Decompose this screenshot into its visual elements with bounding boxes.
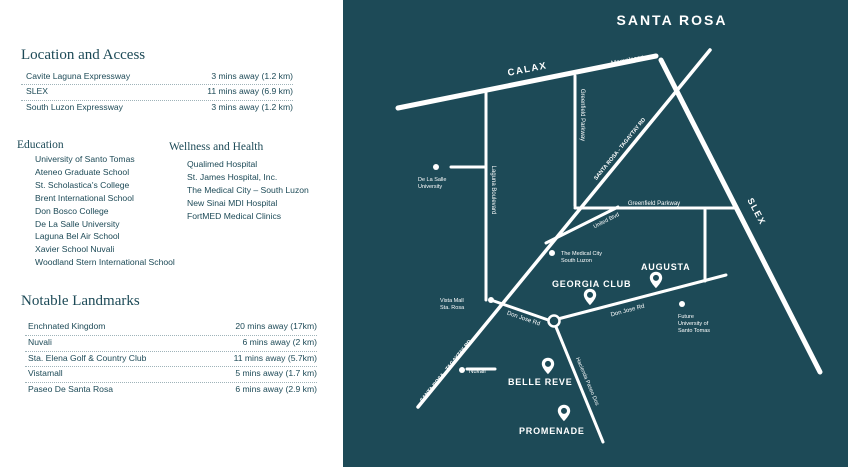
row-place: Sta. Elena Golf & Country Club [28,352,147,363]
don-jose-rd-road [552,273,728,322]
sta-rosa-tagaytay-road [416,48,712,409]
calax-road [395,53,659,111]
wellness-list: Qualimed Hospital St. James Hospital, In… [187,158,309,223]
row-time: 6 mins away (2 km) [242,336,318,347]
list-item: Laguna Bel Air School [35,231,120,242]
georgia-club-pin-icon [583,288,597,306]
future-ust-label: Santo Tomas [678,328,710,334]
greenfield-parkway-h-label: Greenfield Parkway [628,201,680,207]
list-item: De La Salle University [35,218,120,229]
promenade-pin-icon [557,404,571,422]
education-title: Education [17,139,64,151]
roads [395,48,823,444]
promenade-label: PROMENADE [519,426,585,436]
row-time: 6 mins away (2.9 km) [235,384,317,395]
table-row: SLEX 11 mins away (6.9 km) [21,85,293,101]
de-la-salle-label: University [418,184,442,190]
list-item: Xavier School Nuvali [35,244,115,255]
table-row: Cavite Laguna Expressway 3 mins away (1.… [21,70,293,86]
table-row: Sta. Elena Golf & Country Club 11 mins a… [25,352,317,368]
vista-mall-road [489,298,556,324]
don-jose-rd-left-label: Don Jose Rd [506,311,541,328]
list-item: St. Scholastica's College [35,179,130,190]
sta-rosa-tagaytay-bottom-label: SANTA ROSA - TAGAYTAY RD [419,339,473,404]
georgia-club-label: GEORGIA CLUB [552,279,631,289]
row-place: Vistamall [28,368,63,379]
wellness-title: Wellness and Health [169,141,264,153]
vista-mall-dot-icon [488,297,494,303]
list-item: University of Santo Tomas [35,154,135,164]
list-item: Woodland Stern International School [35,257,175,268]
location-access-title: Location and Access [21,47,146,63]
hacienda-paseo-dos-road [552,320,605,444]
table-row: Vistamall 5 mins away (1.7 km) [25,367,317,384]
nuvali-label: Nuvali [469,369,486,375]
table-row: Nuvali 6 mins away (2 km) [25,336,317,352]
list-item: Ateneo Graduate School [35,166,130,177]
table-row: Enchnated Kingdom 20 mins away (17km) [25,320,317,336]
row-place: Paseo De Santa Rosa [28,384,114,395]
medical-city-label: The Medical City [561,251,602,257]
info-panel: Location and Access Cavite Laguna Expres… [0,0,343,467]
vista-mall-label: Vista Mall [440,298,464,304]
row-time: 3 mins away (1.2 km) [211,101,293,112]
table-row: South Luzon Expressway 3 mins away (1.2 … [21,101,293,116]
belle-reve-label: BELLE REVE [508,377,573,387]
slex-road [658,57,823,375]
mamplasan-label: Mamplasan [611,54,646,67]
slex-label: SLEX [745,196,768,227]
row-place: SLEX [26,86,48,97]
row-place: Enchnated Kingdom [28,321,106,331]
augusta-label: AUGUSTA [641,262,690,272]
calax-label: CALAX [507,60,549,78]
list-item: Qualimed Hospital [187,159,258,169]
intersection-icon [547,314,561,328]
education-list: University of Santo Tomas Ateneo Graduat… [35,153,175,269]
location-access-table: Cavite Laguna Expressway 3 mins away (1.… [21,70,293,116]
list-item: Don Bosco College [35,205,109,216]
vista-mall-label: Sta. Rosa [440,305,465,311]
landmarks-table: Enchnated Kingdom 20 mins away (17km) Nu… [25,320,317,399]
don-jose-rd-right-label: Don Jose Rd [610,304,645,319]
row-time: 5 mins away (1.7 km) [235,368,317,379]
list-item: St. James Hospital, Inc. [187,171,278,182]
sta-rosa-tagaytay-top-label: SANTA ROSA - TAGAYTAY RD [593,117,647,182]
future-ust-label: University of [678,321,709,327]
nuvali-dot-icon [459,367,465,373]
row-time: 11 mins away (6.9 km) [207,86,293,97]
row-time: 20 mins away (17km) [235,321,317,331]
row-place: Nuvali [28,336,52,347]
de-la-salle-dot-icon [433,164,439,170]
united-blvd-road [544,205,620,245]
united-blvd-label: United Blvd [593,212,621,230]
row-time: 3 mins away (1.2 km) [211,71,293,81]
greenfield-parkway-v-label: Greenfield Parkway [579,89,585,141]
belle-reve-pin-icon [541,357,555,375]
de-la-salle-label: De La Salle [418,177,446,183]
future-ust-label: Future [678,314,694,320]
laguna-boulevard-label: Laguna Boulevard [490,166,496,215]
list-item: FortMED Medical Clinics [187,210,282,221]
medical-city-dot-icon [549,250,555,256]
location-map: SANTA ROSA CALAX Mamplasan Greenfield Pa… [343,0,848,467]
map-canvas: SANTA ROSA CALAX Mamplasan Greenfield Pa… [395,12,823,444]
list-item: New Sinai MDI Hospital [187,197,278,208]
road-labels: CALAX Mamplasan Greenfield Parkway SANTA… [419,54,768,407]
city-label: SANTA ROSA [617,12,728,28]
augusta-pin-icon [649,271,663,289]
future-ust-dot-icon [679,301,685,307]
table-row: Paseo De Santa Rosa 6 mins away (2.9 km) [25,383,317,399]
row-time: 11 mins away (5.7km) [233,352,317,363]
row-place: South Luzon Expressway [26,101,123,112]
place-markers: De La Salle University The Medical City … [418,164,710,375]
landmarks-title: Notable Landmarks [21,293,140,309]
list-item: Brent International School [35,192,134,203]
row-place: Cavite Laguna Expressway [26,71,131,81]
list-item: The Medical City – South Luzon [187,184,309,195]
medical-city-label: South Luzon [561,258,592,264]
project-markers: AUGUSTA GEORGIA CLUB BELLE REVE PROMENAD… [508,262,690,436]
